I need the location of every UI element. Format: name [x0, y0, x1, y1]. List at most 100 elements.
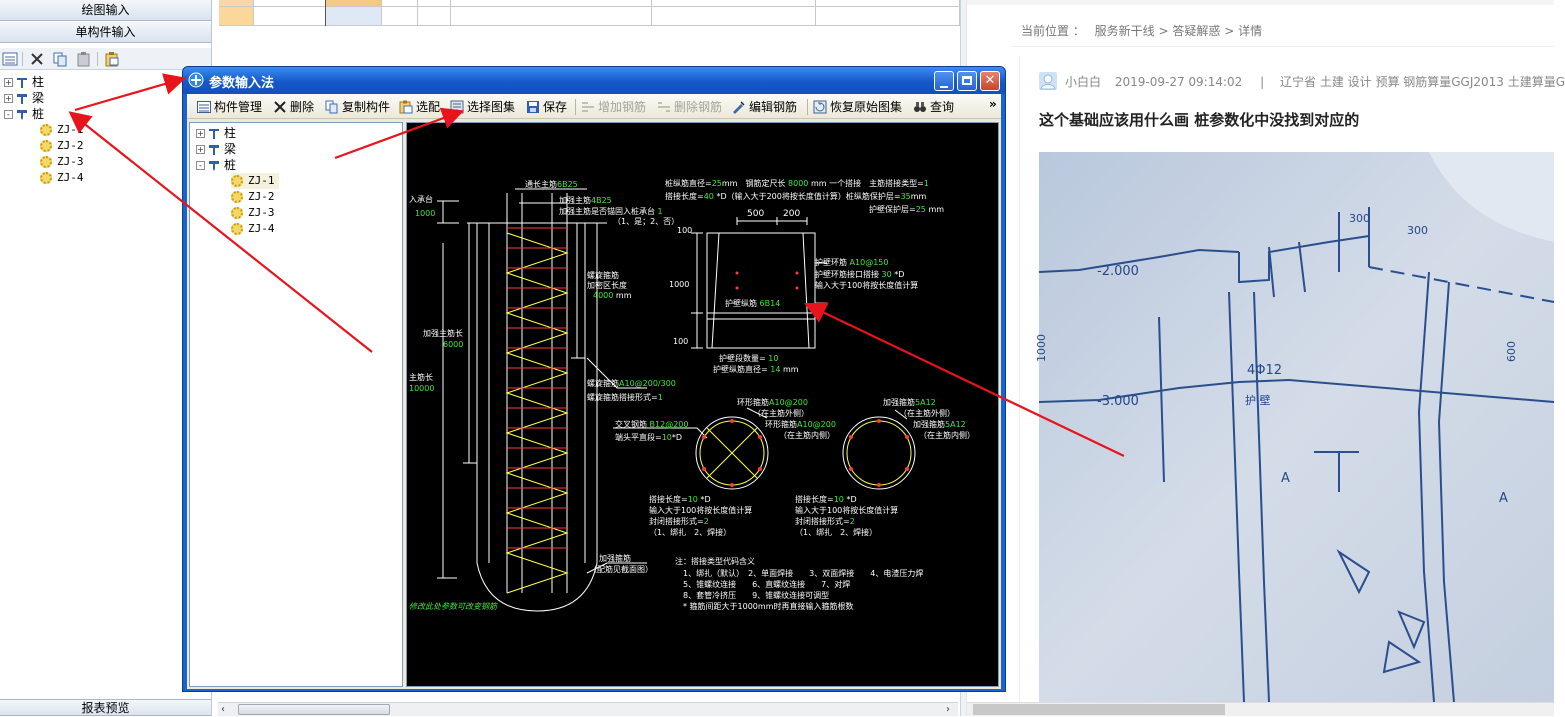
photo-label: 4Φ12 — [1247, 363, 1282, 378]
tree-node-pile[interactable]: -桩 — [4, 106, 44, 122]
scroll-left-icon[interactable]: ‹ — [221, 704, 225, 715]
tree-item-zj1[interactable]: ZJ-1 — [40, 122, 84, 138]
drawing-label-ring-outer: 环形箍筋A10@200 — [737, 398, 808, 407]
drawing-value-lap-b-form[interactable]: 2 — [849, 517, 855, 526]
drawing-value-reinf-anchor[interactable]: 1 — [657, 207, 663, 216]
breadcrumb: 当前位置 ： 服务新干线 > 答疑解惑 > 详情 — [1021, 22, 1262, 39]
tree-node-beam[interactable]: +梁 — [4, 90, 44, 106]
drawing-value-spiral[interactable]: A10@200/300 — [619, 379, 676, 388]
collapse-icon[interactable]: - — [196, 161, 205, 170]
edit-rebar-button[interactable]: 编辑钢筋 — [732, 98, 797, 116]
query-button[interactable]: 查询 — [913, 98, 954, 116]
breadcrumb-link-service[interactable]: 服务新干线 — [1094, 24, 1155, 38]
drawing-value-main-length[interactable]: 10000 — [409, 384, 435, 393]
delete-button[interactable]: 删除 — [273, 98, 314, 116]
dialog-titlebar[interactable]: 参数输入法 ✕ — [183, 67, 1005, 94]
blueprint-photo[interactable]: -2.000 -3.000 1000 4Φ12 护 壁 A A 300 300 … — [1035, 152, 1555, 703]
drawing-value-add-inner[interactable]: 5A12 — [945, 420, 966, 429]
add-rebar-button[interactable]: 增加钢筋 — [581, 98, 646, 116]
paste-icon[interactable] — [76, 51, 92, 67]
collapse-icon[interactable]: - — [4, 110, 13, 119]
drawing-value-reinf-length[interactable]: 6000 — [443, 340, 464, 349]
drawing-value-add-outer[interactable]: 5A12 — [915, 398, 936, 407]
toolbar-label: 选择图集 — [467, 100, 516, 114]
tree-item-zj4[interactable]: ZJ-4 — [231, 221, 275, 237]
delete-icon[interactable] — [29, 51, 45, 67]
toolbar-overflow-button[interactable]: » — [989, 97, 997, 111]
drawing-value-ring-outer[interactable]: A10@200 — [769, 398, 808, 407]
expand-icon[interactable]: + — [196, 129, 205, 138]
select-match-button[interactable]: 选配 — [399, 98, 440, 116]
drawing-value-lap-b[interactable]: 10 — [833, 495, 844, 504]
user-avatar-icon[interactable] — [1039, 72, 1057, 90]
drawing-value-wall-count[interactable]: 10 — [768, 354, 779, 363]
report-preview-button[interactable]: 报表预览 — [0, 699, 211, 716]
minimize-button[interactable] — [934, 71, 954, 91]
tree-item-zj2[interactable]: ZJ-2 — [40, 138, 84, 154]
expand-icon[interactable]: + — [4, 78, 13, 87]
tree-node-beam[interactable]: +梁 — [196, 141, 236, 157]
scrollbar-thumb[interactable] — [238, 704, 390, 715]
select-atlas-button[interactable]: 选择图集 — [450, 98, 515, 116]
photo-label: 600 — [1505, 341, 1518, 362]
copy-component-button[interactable]: 复制构件 — [325, 98, 390, 116]
breadcrumb-separator: > — [1158, 24, 1169, 38]
pile-drawing-canvas[interactable]: 入承台 1000 通长主筋6B25 加强主筋4B25 加强主筋是否锚固入桩承台 … — [406, 122, 999, 687]
drawing-value-wall-dia[interactable]: 14 — [770, 365, 781, 374]
post-datetime: 2019-09-27 09:14:02 — [1114, 75, 1243, 89]
toolbar-label: 编辑钢筋 — [749, 100, 798, 114]
tree-node-column[interactable]: +柱 — [4, 74, 44, 90]
drawing-value-cross[interactable]: B12@200 — [649, 420, 689, 429]
delete-rebar-button[interactable]: 删除钢筋 — [657, 98, 722, 116]
component-manage-button[interactable]: 构件管理 — [197, 98, 262, 116]
drawing-label-wall-dia: 护壁纵筋直径= 14 mm — [713, 365, 799, 374]
grid-selected-cell[interactable] — [219, 6, 253, 25]
restore-atlas-button[interactable]: 恢复原始图集 — [813, 98, 902, 116]
grid-active-cell[interactable] — [326, 6, 381, 25]
drawing-value-pile-dia[interactable]: 25 — [711, 179, 722, 188]
photo-label: A — [1499, 491, 1508, 506]
breadcrumb-link-qa[interactable]: 答疑解惑 — [1172, 24, 1221, 38]
tree-item-zj3[interactable]: ZJ-3 — [231, 205, 275, 221]
save-button[interactable]: 保存 — [526, 98, 567, 116]
single-component-input-button[interactable]: 单构件输入 — [0, 22, 211, 43]
web-scroll-thumb[interactable] — [973, 704, 1225, 715]
tree-item-zj4[interactable]: ZJ-4 — [40, 170, 84, 186]
expand-icon[interactable]: + — [196, 145, 205, 154]
tree-item-zj3[interactable]: ZJ-3 — [40, 154, 84, 170]
tree-item-zj2[interactable]: ZJ-2 — [231, 189, 275, 205]
drawing-value-wall-cover[interactable]: 25 — [915, 205, 926, 214]
drawing-value-cover[interactable]: 35 — [900, 192, 911, 201]
pile-icon — [209, 160, 219, 171]
maximize-button[interactable] — [957, 71, 977, 91]
expand-icon[interactable]: + — [4, 94, 13, 103]
drawing-legend-line-3: 8、套管冷挤压 9、锥螺纹连接可调型 — [683, 591, 830, 600]
drawing-value-lap-a[interactable]: 10 — [687, 495, 698, 504]
drawing-value-cap[interactable]: 1000 — [415, 209, 436, 218]
drawing-value-ring-inner[interactable]: A10@200 — [797, 420, 836, 429]
tree-item-zj1-selected[interactable]: ZJ-1 — [231, 173, 279, 189]
scroll-right-icon[interactable]: › — [946, 704, 950, 715]
drawing-value-wall-long[interactable]: 6B14 — [759, 299, 781, 308]
horizontal-scrollbar[interactable]: ‹ › — [218, 702, 958, 716]
clipboard-icon[interactable] — [104, 51, 120, 67]
delete-rebar-icon — [658, 102, 670, 112]
tree-node-column[interactable]: +柱 — [196, 125, 236, 141]
drawing-value-reinf-main[interactable]: 4B25 — [591, 196, 612, 205]
list-icon[interactable] — [2, 51, 18, 67]
copy-icon[interactable] — [52, 51, 68, 67]
drawing-value-cross-end[interactable]: 10 — [661, 433, 672, 442]
close-button[interactable]: ✕ — [980, 71, 1000, 91]
question-tags: 辽宁省 土建 设计 预算 钢筋算量GGJ2013 土建算量G — [1280, 75, 1565, 89]
drawing-value-spiral-form[interactable]: 1 — [657, 393, 663, 402]
drawing-input-button[interactable]: 绘图输入 — [0, 0, 211, 21]
author-name[interactable]: 小白白 — [1065, 75, 1102, 89]
drawing-value-top-main[interactable]: 6B25 — [557, 180, 578, 189]
drawing-value-lap-length[interactable]: 40 — [703, 192, 714, 201]
tree-node-pile[interactable]: -桩 — [196, 157, 236, 173]
drawing-value-wall-stirrup[interactable]: A10@150 — [849, 258, 889, 267]
drawing-value-stock-length[interactable]: 8000 — [788, 179, 809, 188]
drawing-value-lap-a-form[interactable]: 2 — [703, 517, 709, 526]
drawing-value-lap-type[interactable]: 1 — [923, 179, 929, 188]
drawing-value-wall-stirrup-lap[interactable]: 30 — [881, 270, 892, 279]
